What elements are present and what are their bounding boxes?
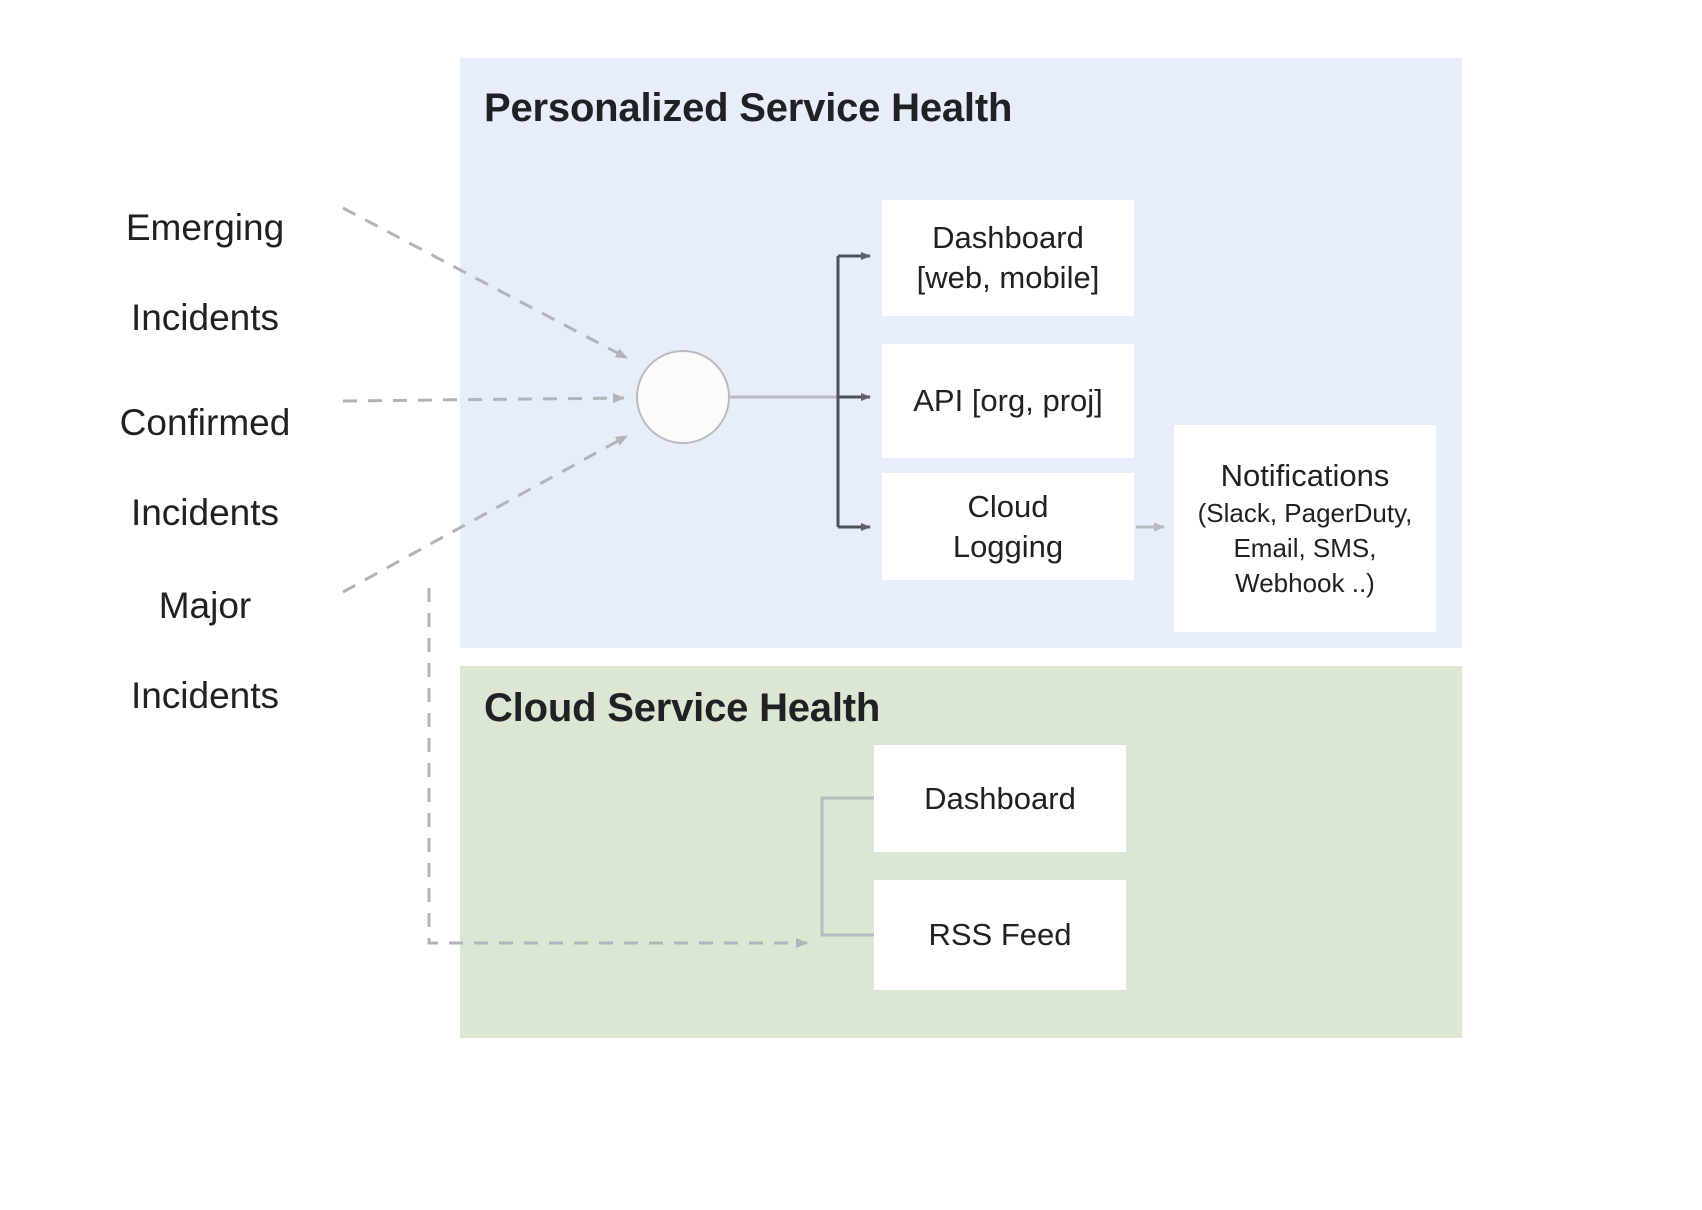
source-label-confirmed-incidents: Confirmed Incidents bbox=[60, 355, 350, 581]
node-csh-dashboard[interactable]: Dashboard bbox=[874, 745, 1126, 852]
source-label-major-incidents-line2: Incidents bbox=[130, 675, 280, 717]
panel-title-cloud-service-health: Cloud Service Health bbox=[484, 686, 881, 730]
node-csh-rss-feed-label: RSS Feed bbox=[928, 917, 1072, 953]
node-csh-rss-feed[interactable]: RSS Feed bbox=[874, 880, 1126, 990]
node-psh-notifications-channels: (Slack, PagerDuty, Email, SMS, Webhook .… bbox=[1197, 497, 1413, 598]
node-psh-dashboard-line2: [web, mobile] bbox=[916, 260, 1100, 295]
source-label-confirmed-incidents-line1: Confirmed bbox=[119, 402, 291, 444]
node-psh-dashboard[interactable]: Dashboard [web, mobile] bbox=[882, 200, 1134, 316]
source-label-major-incidents: Major Incidents bbox=[60, 538, 350, 764]
node-csh-dashboard-label: Dashboard bbox=[924, 780, 1076, 816]
node-psh-cloud-logging-line1: Cloud bbox=[967, 488, 1049, 524]
source-label-emerging-incidents-line2: Incidents bbox=[130, 297, 280, 339]
node-psh-notifications-title: Notifications bbox=[1220, 458, 1390, 494]
source-label-major-incidents-line1: Major bbox=[158, 585, 252, 627]
aggregation-hub-node[interactable] bbox=[636, 350, 730, 444]
node-psh-cloud-logging[interactable]: Cloud Logging bbox=[882, 473, 1134, 580]
node-psh-dashboard-line1: Dashboard bbox=[932, 220, 1084, 256]
node-psh-cloud-logging-line2: Logging bbox=[952, 528, 1064, 564]
node-psh-api-label: API [org, proj] bbox=[913, 383, 1103, 419]
source-label-emerging-incidents: Emerging Incidents bbox=[60, 160, 350, 386]
node-psh-notifications[interactable]: Notifications (Slack, PagerDuty, Email, … bbox=[1174, 425, 1436, 632]
source-label-confirmed-incidents-line2: Incidents bbox=[130, 492, 280, 534]
source-label-emerging-incidents-line1: Emerging bbox=[125, 207, 285, 249]
panel-title-personalized-service-health: Personalized Service Health bbox=[484, 86, 1013, 130]
node-psh-api[interactable]: API [org, proj] bbox=[882, 344, 1134, 458]
